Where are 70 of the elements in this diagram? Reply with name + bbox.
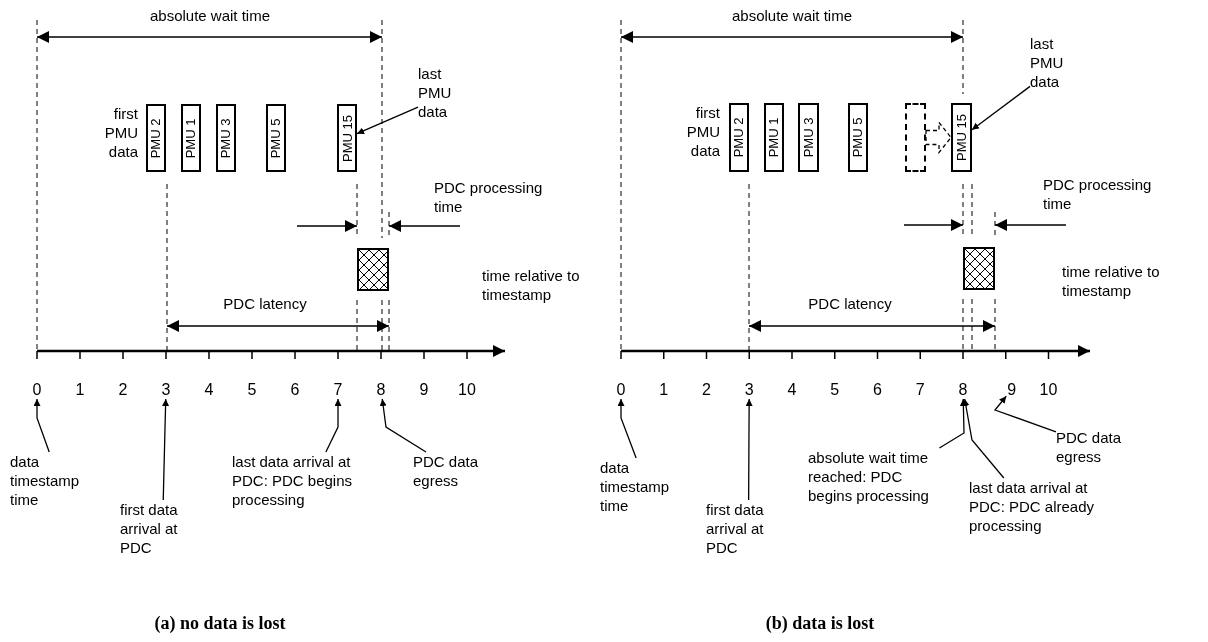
arrow xyxy=(993,395,1057,433)
data-packet-box: PMU 1 xyxy=(181,104,201,172)
dimension-label: absolute wait time xyxy=(148,6,272,25)
annotation-text: first PMU data xyxy=(103,104,138,161)
annotation-text: PDC data egress xyxy=(1056,428,1146,468)
data-packet-box: PMU 3 xyxy=(216,104,236,172)
processing-block xyxy=(357,248,389,291)
tick-label: 0 xyxy=(31,380,43,399)
data-packet-box: PMU 5 xyxy=(266,104,286,172)
arrow xyxy=(938,398,967,449)
tick-label: 1 xyxy=(74,380,86,399)
dimension-label: PDC latency xyxy=(222,294,308,313)
dimension-label: PDC processing time xyxy=(434,178,544,216)
annotation-text: data timestamp time xyxy=(10,452,110,512)
arrow xyxy=(971,85,1031,131)
tick-label: 3 xyxy=(743,380,755,399)
arrow xyxy=(325,398,342,453)
annotation-text: PDC data egress xyxy=(413,452,503,492)
tick-label: 5 xyxy=(246,380,258,399)
annotation-text: absolute wait time reached: PDC begins processing xyxy=(808,448,943,526)
arrow xyxy=(745,398,753,501)
dimension-label: PDC processing time xyxy=(1043,175,1153,213)
tick-label: 7 xyxy=(332,380,344,399)
annotation-text: data timestamp time xyxy=(600,458,695,518)
data-packet-box: PMU 15 xyxy=(951,103,972,172)
annotation-text: first data arrival at PDC xyxy=(706,500,791,560)
tick-label: 2 xyxy=(117,380,129,399)
data-packet-box: PMU 1 xyxy=(764,103,784,172)
annotation-text: last data arrival at PDC: PDC already processing xyxy=(969,478,1104,556)
data-packet-box: PMU 15 xyxy=(337,104,357,172)
dimension-label: PDC latency xyxy=(807,294,893,313)
processing-block xyxy=(963,247,995,290)
tick-label: 9 xyxy=(1006,380,1018,399)
lost-packet-box xyxy=(905,103,926,172)
tick-label: 6 xyxy=(289,380,301,399)
tick-label: 10 xyxy=(1038,380,1059,399)
arrow xyxy=(617,398,637,459)
tick-label: 9 xyxy=(418,380,430,399)
annotation-text: first data arrival at PDC xyxy=(120,500,205,560)
axis-title: time relative to timestamp xyxy=(1062,262,1161,300)
annotation-text: last PMU data xyxy=(418,64,478,124)
tick-label: 5 xyxy=(829,380,841,399)
annotation-text: first PMU data xyxy=(685,103,720,160)
data-packet-box: PMU 2 xyxy=(146,104,166,172)
panel-caption: (a) no data is lost xyxy=(153,612,287,634)
data-packet-box: PMU 3 xyxy=(798,103,819,172)
data-packet-box: PMU 2 xyxy=(729,103,749,172)
axis-title: time relative to timestamp xyxy=(482,266,581,304)
annotation-text: last data arrival at PDC: PDC begins processing xyxy=(232,452,382,530)
data-packet-box: PMU 5 xyxy=(848,103,868,172)
tick-label: 8 xyxy=(957,380,969,399)
tick-label: 4 xyxy=(203,380,215,399)
tick-label: 10 xyxy=(457,380,477,399)
tick-label: 6 xyxy=(872,380,883,399)
tick-label: 1 xyxy=(658,380,670,399)
arrow xyxy=(162,398,170,501)
dimension-label: absolute wait time xyxy=(730,6,854,25)
tick-label: 0 xyxy=(615,380,627,399)
tick-label: 8 xyxy=(375,380,387,399)
tick-label: 2 xyxy=(701,380,712,399)
block-arrow xyxy=(925,120,952,155)
arrow xyxy=(379,398,427,453)
tick-label: 3 xyxy=(160,380,172,399)
tick-label: 7 xyxy=(914,380,926,399)
annotation-text: last PMU data xyxy=(1030,34,1090,94)
panel-caption: (b) data is lost xyxy=(764,612,876,634)
tick-label: 4 xyxy=(786,380,798,399)
arrow xyxy=(356,106,419,135)
arrow xyxy=(33,398,50,453)
arrow xyxy=(962,398,1005,479)
